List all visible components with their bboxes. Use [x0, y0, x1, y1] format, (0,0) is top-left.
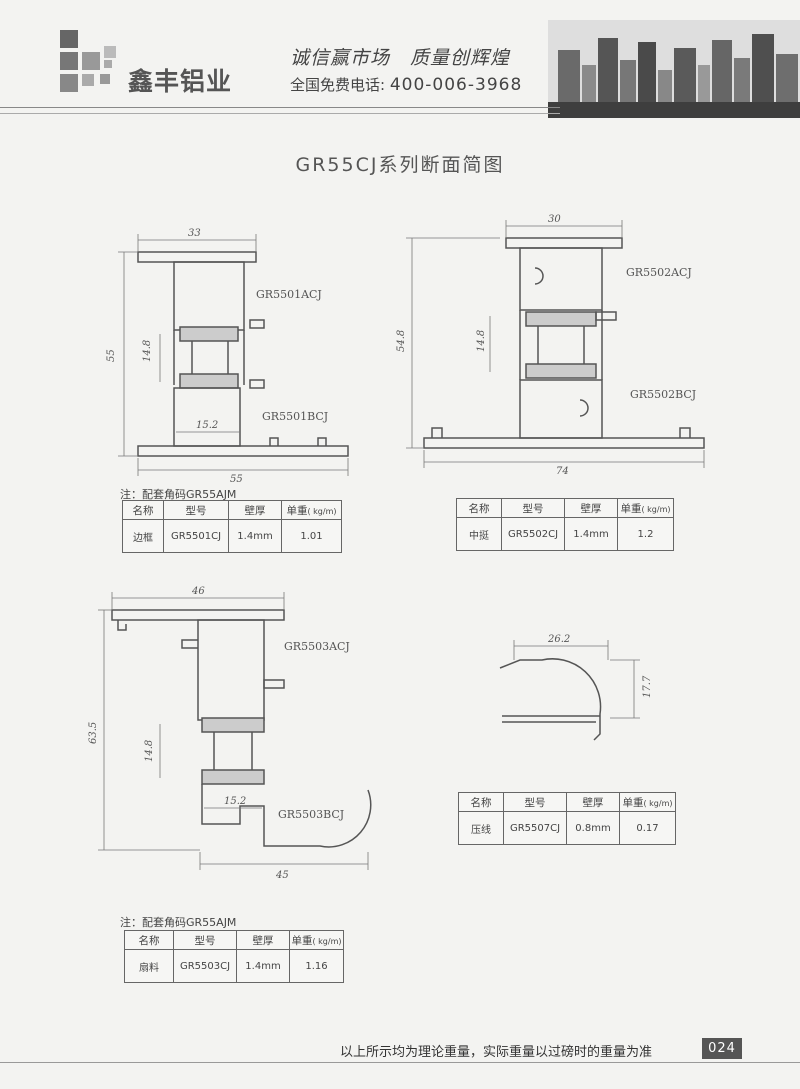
page-number: 024 — [702, 1038, 742, 1059]
header-thickness: 壁厚 — [228, 500, 282, 520]
brand-name: 鑫丰铝业 — [128, 67, 233, 96]
slogan: 诚信赢市场 质量创辉煌 — [290, 47, 511, 69]
header-name: 名称 — [458, 792, 504, 812]
company-logo-icon — [60, 30, 116, 92]
note-corner-key-2: 注：配套角码GR55AJM — [120, 916, 237, 929]
spec-table-gr5502: 名称 型号 壁厚 单重( kg/m) 中挺 GR5502CJ 1.4mm 1.2 — [456, 498, 674, 551]
cell-weight: 1.01 — [281, 519, 342, 553]
dim-d3-mid: 14.8 — [144, 740, 155, 762]
profile-gr5502 — [423, 237, 705, 449]
header-thickness: 壁厚 — [236, 930, 290, 950]
cell-name: 扇料 — [124, 949, 174, 983]
cell-thickness: 1.4mm — [228, 519, 282, 553]
header-name: 名称 — [124, 930, 174, 950]
dims-gr5507 — [513, 640, 640, 719]
dims-gr5502 — [406, 220, 705, 468]
spec-table-gr5507: 名称 型号 壁厚 单重( kg/m) 压线 GR5507CJ 0.8mm 0.1… — [458, 792, 676, 845]
label-gr5503bcj: GR5503BCJ — [278, 808, 344, 821]
dim-d2-left: 54.8 — [396, 330, 407, 352]
spec-table-gr5503: 名称 型号 壁厚 单重( kg/m) 扇料 GR5503CJ 1.4mm 1.1… — [124, 930, 344, 983]
footer-disclaimer: 以上所示均为理论重量，实际重量以过磅时的重量为准 — [340, 1045, 653, 1060]
header-rule-thin — [0, 113, 560, 114]
header-thickness: 壁厚 — [564, 498, 618, 518]
cell-model: GR5507CJ — [503, 811, 567, 845]
header-name: 名称 — [122, 500, 164, 520]
dims-gr5503 — [98, 592, 369, 870]
cell-weight: 1.16 — [289, 949, 344, 983]
header-model: 型号 — [163, 500, 229, 520]
spec-table-gr5501: 名称 型号 壁厚 单重( kg/m) 边框 GR5501CJ 1.4mm 1.0… — [122, 500, 342, 553]
phone-line: 全国免费电话: 400-006-3968 — [290, 74, 522, 95]
header-weight: 单重( kg/m) — [619, 792, 676, 812]
dim-d1-left: 55 — [106, 349, 117, 362]
cell-name: 中挺 — [456, 517, 502, 551]
profile-gr5507 — [499, 658, 602, 741]
dim-d4-right: 17.7 — [642, 675, 653, 698]
dim-d4-top: 26.2 — [547, 634, 570, 645]
footer-rule — [0, 1062, 800, 1063]
phone-label: 全国免费电话: — [290, 76, 386, 94]
header-thickness: 壁厚 — [566, 792, 620, 812]
label-gr5501acj: GR5501ACJ — [256, 288, 322, 301]
cell-thickness: 1.4mm — [564, 517, 618, 551]
label-gr5503acj: GR5503ACJ — [284, 640, 350, 653]
label-gr5501bcj: GR5501BCJ — [262, 410, 328, 423]
cell-name: 压线 — [458, 811, 504, 845]
dim-d1-inner: 15.2 — [196, 420, 218, 431]
cell-name: 边框 — [122, 519, 164, 553]
city-skyline-image — [548, 20, 800, 118]
cell-weight: 1.2 — [617, 517, 674, 551]
dim-d3-top: 46 — [191, 586, 205, 597]
dim-d3-inner: 15.2 — [224, 796, 246, 807]
label-gr5502acj: GR5502ACJ — [626, 266, 692, 279]
dim-d1-top: 33 — [188, 228, 201, 239]
dim-d2-mid: 14.8 — [476, 330, 487, 352]
cell-model: GR5502CJ — [501, 517, 565, 551]
dim-d3-bottom: 45 — [275, 870, 289, 881]
page-title: GR55CJ系列断面简图 — [295, 154, 505, 176]
note-corner-key-1: 注：配套角码GR55AJM — [120, 488, 237, 501]
dim-d1-bottom: 55 — [230, 474, 243, 485]
header-name: 名称 — [456, 498, 502, 518]
dim-d2-bottom: 74 — [556, 466, 569, 477]
cell-thickness: 1.4mm — [236, 949, 290, 983]
header-weight: 单重( kg/m) — [281, 500, 342, 520]
cell-model: GR5503CJ — [173, 949, 237, 983]
dim-d3-left: 63.5 — [88, 722, 99, 744]
header-model: 型号 — [503, 792, 567, 812]
dim-d1-mid: 14.8 — [142, 340, 153, 362]
cell-thickness: 0.8mm — [566, 811, 620, 845]
header-weight: 单重( kg/m) — [289, 930, 344, 950]
dims-gr5501 — [118, 234, 349, 476]
header-model: 型号 — [501, 498, 565, 518]
cell-weight: 0.17 — [619, 811, 676, 845]
header-weight: 单重( kg/m) — [617, 498, 674, 518]
header-model: 型号 — [173, 930, 237, 950]
profile-gr5503 — [111, 609, 372, 848]
cell-model: GR5501CJ — [163, 519, 229, 553]
dim-d2-top: 30 — [548, 214, 561, 225]
label-gr5502bcj: GR5502BCJ — [630, 388, 696, 401]
header-rule — [0, 107, 560, 108]
page-header: 鑫丰铝业 诚信赢市场 质量创辉煌 全国免费电话: 400-006-3968 — [0, 0, 800, 118]
profile-gr5501 — [137, 251, 349, 457]
phone-number: 400-006-3968 — [389, 75, 523, 95]
